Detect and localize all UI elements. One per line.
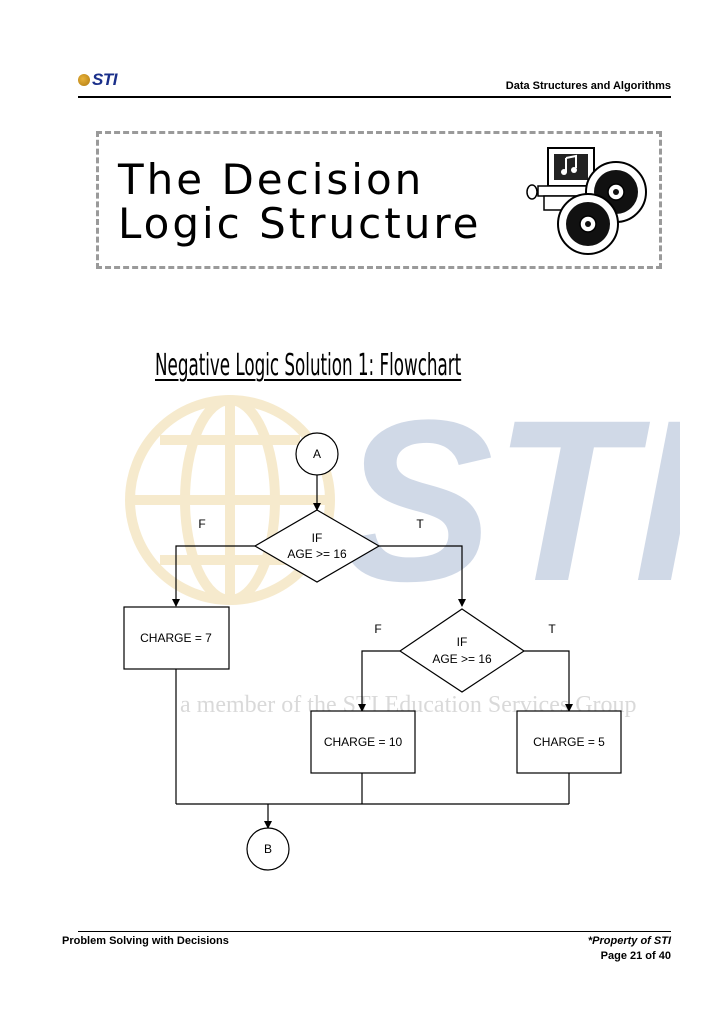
title-box — [96, 131, 662, 269]
flow-line-decision1-false — [172, 545, 255, 607]
flow-line-decision1-true — [379, 545, 466, 607]
process-charge-5-label: CHARGE = 5 — [533, 735, 605, 749]
connector-a — [295, 432, 339, 476]
footer-topic: Problem Solving with Decisions — [62, 935, 229, 947]
process-charge-10 — [310, 710, 416, 774]
flow-line-decision2-false — [358, 650, 400, 712]
connector-a-label: A — [313, 447, 321, 461]
connector-b-label: B — [264, 842, 272, 856]
process-charge-7 — [123, 606, 230, 670]
decision-1 — [253, 509, 381, 583]
computer-icon — [526, 147, 599, 211]
decision-1-condition: AGE >= 16 — [287, 547, 347, 561]
decision-1-if: IF — [312, 531, 323, 545]
decision-1-false-label: F — [198, 517, 205, 531]
watermark-brand: STI — [340, 380, 680, 629]
decision-2-true-label: T — [548, 622, 556, 636]
page-number: Page 21 of 40 — [600, 950, 671, 962]
sti-watermark: STI a member of the STI Education Servic… — [125, 380, 680, 718]
connector-b — [246, 827, 290, 871]
flow-line-decision2-true — [524, 650, 573, 712]
page-title-line2: Logic Structure — [118, 199, 482, 248]
flowchart-heading: Negative Logic Solution 1: Flowchart — [155, 348, 462, 383]
course-title: Data Structures and Algorithms — [505, 80, 671, 92]
globe-icon — [78, 74, 90, 86]
process-charge-7-label: CHARGE = 7 — [140, 631, 212, 645]
decision-2-if: IF — [457, 635, 468, 649]
footer-divider — [78, 931, 671, 932]
footer-property: *Property of STI — [587, 935, 671, 947]
cd-icon-2 — [557, 193, 619, 255]
header-divider — [78, 96, 671, 98]
globe-watermark-icon — [125, 395, 335, 605]
decision-2 — [398, 608, 526, 693]
page-title: The Decision Logic Structure — [118, 158, 482, 246]
process-charge-10-label: CHARGE = 10 — [324, 735, 403, 749]
computer-cd-clipart — [526, 147, 647, 255]
sti-logo: STI — [78, 70, 117, 90]
process-charge-5 — [516, 710, 622, 774]
logo-text: STI — [92, 70, 117, 89]
decision-2-false-label: F — [374, 622, 381, 636]
decision-1-true-label: T — [416, 517, 424, 531]
page-title-line1: The Decision — [118, 155, 425, 204]
decision-2-condition: AGE >= 16 — [432, 652, 492, 666]
